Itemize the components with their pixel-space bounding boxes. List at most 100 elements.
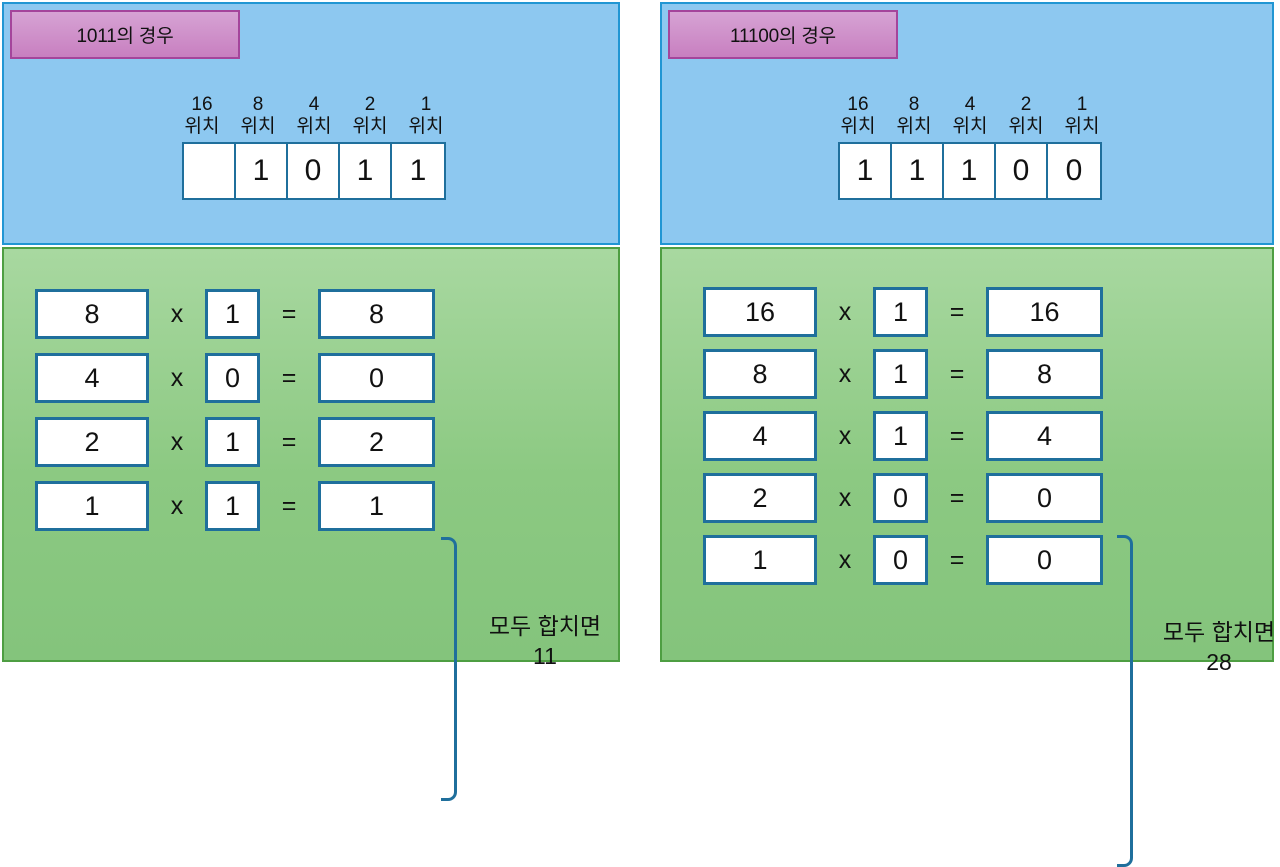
- sum-caption: 모두 합치면 28: [1134, 617, 1280, 677]
- bit-value-box: 0: [873, 535, 928, 585]
- place-label: 4 위치: [942, 94, 998, 138]
- place-label: 4 위치: [286, 94, 342, 138]
- multiply-symbol: x: [170, 427, 184, 456]
- place-value-number: 16: [847, 94, 869, 115]
- equals-symbol: =: [281, 491, 297, 520]
- place-value-box: 4: [35, 353, 149, 403]
- sum-label: 모두 합치면: [488, 613, 602, 639]
- equation-list: 8 x 1 = 8 4 x 0 = 0 2 x 1 =: [35, 289, 435, 545]
- multiply-symbol: x: [838, 421, 852, 450]
- binary-digit-cell: 1: [944, 144, 996, 198]
- multiply-symbol: x: [838, 297, 852, 326]
- bit-value-box: 1: [873, 411, 928, 461]
- place-label-row: 16 위치 8 위치 4 위치 2 위치: [174, 94, 454, 138]
- place-value-word: 위치: [240, 116, 276, 137]
- multiply-symbol: x: [838, 545, 852, 574]
- place-value-section: 1011의 경우 16 위치 8 위치 4 위치: [2, 2, 620, 245]
- result-box: 4: [986, 411, 1103, 461]
- panel-title-tag: 11100의 경우: [668, 10, 898, 59]
- place-value-word: 위치: [896, 116, 932, 137]
- binary-digit-cell: 0: [996, 144, 1048, 198]
- place-value-word: 위치: [296, 116, 332, 137]
- equation-row: 16 x 1 = 16: [703, 287, 1103, 337]
- place-value-word: 위치: [840, 116, 876, 137]
- panel-title-text: 1011의 경우: [76, 26, 174, 47]
- place-value-box: 4: [703, 411, 817, 461]
- binary-digit-cell: 1: [892, 144, 944, 198]
- binary-digit-cell: 1: [392, 144, 444, 198]
- result-box: 8: [318, 289, 435, 339]
- sum-label: 모두 합치면: [1162, 619, 1276, 645]
- panel-title-text: 11100의 경우: [730, 26, 836, 47]
- sum-total: 28: [1206, 649, 1232, 675]
- place-value-number: 4: [964, 94, 976, 115]
- place-value-box: 1: [703, 535, 817, 585]
- place-value-number: 16: [191, 94, 213, 115]
- result-box: 16: [986, 287, 1103, 337]
- place-value-box: 8: [35, 289, 149, 339]
- multiply-symbol: x: [170, 363, 184, 392]
- place-value-box: 8: [703, 349, 817, 399]
- place-value-number: 2: [364, 94, 376, 115]
- equation-row: 4 x 1 = 4: [703, 411, 1103, 461]
- equals-symbol: =: [281, 427, 297, 456]
- equals-symbol: =: [949, 359, 965, 388]
- bit-value-box: 1: [873, 287, 928, 337]
- result-box: 1: [318, 481, 435, 531]
- bit-value-box: 1: [205, 481, 260, 531]
- result-box: 2: [318, 417, 435, 467]
- place-label: 2 위치: [998, 94, 1054, 138]
- result-box: 8: [986, 349, 1103, 399]
- panel-binary-1011: 1011의 경우 16 위치 8 위치 4 위치: [2, 2, 620, 801]
- place-value-word: 위치: [952, 116, 988, 137]
- place-label: 8 위치: [886, 94, 942, 138]
- equation-row: 8 x 1 = 8: [35, 289, 435, 339]
- result-box: 0: [318, 353, 435, 403]
- bit-value-box: 1: [205, 417, 260, 467]
- place-value-box: 1: [35, 481, 149, 531]
- equation-row: 1 x 1 = 1: [35, 481, 435, 531]
- place-value-word: 위치: [184, 116, 220, 137]
- place-label: 8 위치: [230, 94, 286, 138]
- place-value-word: 위치: [1064, 116, 1100, 137]
- equals-symbol: =: [281, 363, 297, 392]
- equation-row: 8 x 1 = 8: [703, 349, 1103, 399]
- bits-block: 16 위치 8 위치 4 위치 2 위치: [174, 94, 454, 200]
- equation-row: 4 x 0 = 0: [35, 353, 435, 403]
- equation-list: 16 x 1 = 16 8 x 1 = 8 4 x 1 =: [703, 287, 1103, 597]
- panel-binary-11100: 11100의 경우 16 위치 8 위치 4 위치: [660, 2, 1275, 867]
- equation-row: 1 x 0 = 0: [703, 535, 1103, 585]
- calculation-section: 8 x 1 = 8 4 x 0 = 0 2 x 1 =: [2, 247, 620, 801]
- panel-title-tag: 1011의 경우: [10, 10, 240, 59]
- equation-row: 2 x 1 = 2: [35, 417, 435, 467]
- equals-symbol: =: [949, 483, 965, 512]
- multiply-symbol: x: [170, 491, 184, 520]
- place-label: 2 위치: [342, 94, 398, 138]
- place-value-box: 2: [35, 417, 149, 467]
- equals-symbol: =: [281, 299, 297, 328]
- equals-symbol: =: [949, 421, 965, 450]
- bit-value-box: 1: [873, 349, 928, 399]
- place-label: 16 위치: [830, 94, 886, 138]
- place-label-row: 16 위치 8 위치 4 위치 2 위치: [830, 94, 1110, 138]
- equals-symbol: =: [949, 297, 965, 326]
- place-value-word: 위치: [352, 116, 388, 137]
- place-value-number: 8: [252, 94, 264, 115]
- bit-value-box: 0: [205, 353, 260, 403]
- sum-total: 11: [533, 643, 557, 669]
- equals-symbol: =: [949, 545, 965, 574]
- place-label: 16 위치: [174, 94, 230, 138]
- place-value-word: 위치: [1008, 116, 1044, 137]
- place-value-box: 2: [703, 473, 817, 523]
- place-value-number: 8: [908, 94, 920, 115]
- sum-caption: 모두 합치면 11: [460, 611, 630, 671]
- result-box: 0: [986, 473, 1103, 523]
- equation-row: 2 x 0 = 0: [703, 473, 1103, 523]
- multiply-symbol: x: [838, 483, 852, 512]
- sum-brace: [441, 537, 457, 801]
- place-value-number: 4: [308, 94, 320, 115]
- place-value-word: 위치: [408, 116, 444, 137]
- binary-digit-cell: 1: [236, 144, 288, 198]
- place-value-number: 1: [1076, 94, 1088, 115]
